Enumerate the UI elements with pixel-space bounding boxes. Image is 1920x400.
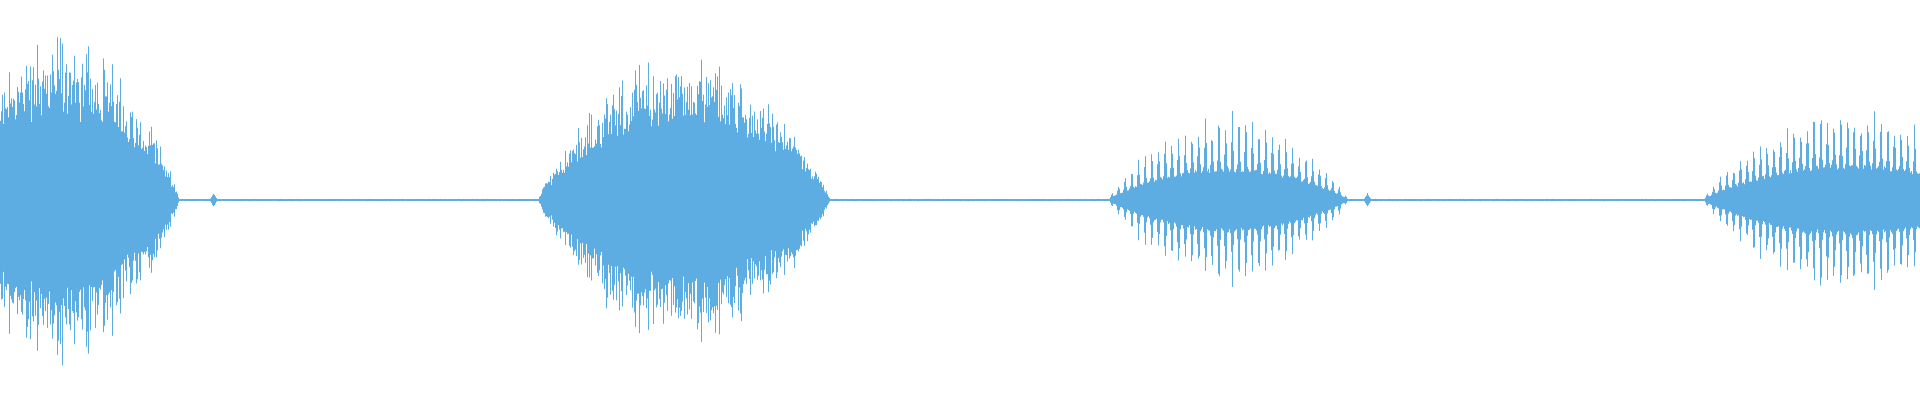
waveform-burst-4 [1703, 0, 1920, 400]
waveform-burst-2 [538, 0, 830, 400]
waveform-signal [0, 37, 1920, 366]
waveform-burst-3 [1108, 0, 1348, 400]
waveform-burst-1 [0, 0, 179, 400]
